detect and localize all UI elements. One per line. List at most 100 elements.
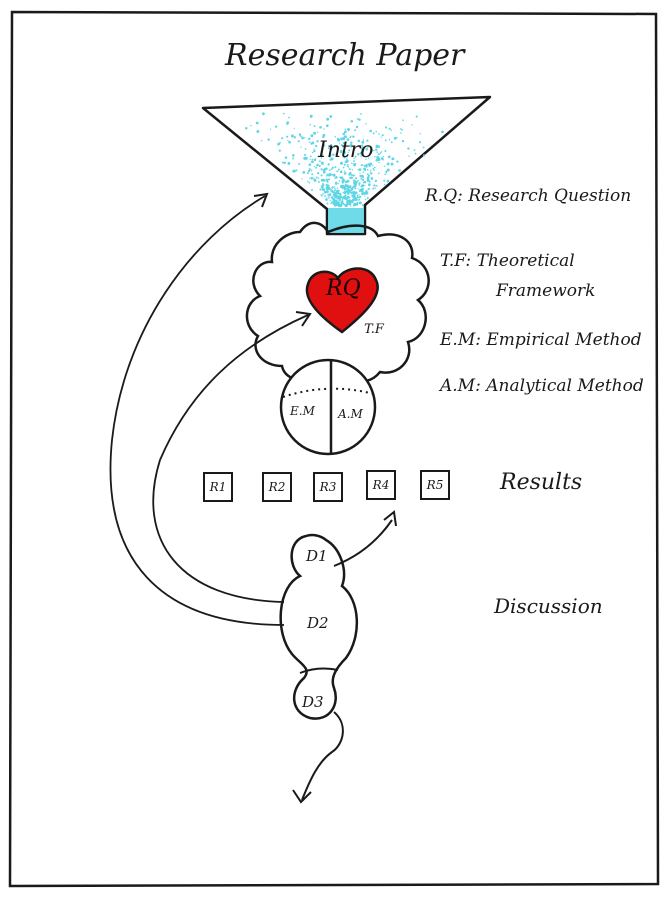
funnel-dot	[344, 130, 347, 134]
funnel-dot	[364, 195, 366, 197]
funnel-dot	[356, 118, 359, 120]
funnel-dot	[348, 168, 351, 171]
result-box-r5: R5	[420, 470, 450, 500]
funnel-dot	[322, 170, 326, 174]
funnel-dot	[356, 180, 359, 183]
funnel-dot	[336, 203, 338, 205]
funnel-dot	[408, 155, 410, 157]
funnel-dot	[353, 163, 356, 167]
funnel-dot	[345, 154, 348, 158]
funnel-dot	[329, 169, 331, 171]
page-border	[8, 10, 660, 888]
funnel-dot	[325, 174, 328, 177]
funnel-dot	[374, 179, 378, 183]
funnel-dot	[357, 188, 359, 190]
funnel-dot	[365, 123, 367, 125]
discussion-node-d2: D2	[307, 614, 329, 632]
rq-label: RQ	[326, 276, 361, 301]
funnel-dot	[377, 158, 381, 162]
funnel-dot	[343, 203, 345, 205]
legend-tf-line2: Framework	[496, 281, 596, 301]
funnel-dot	[353, 198, 355, 201]
funnel-dot	[350, 145, 353, 148]
funnel-dot	[329, 153, 332, 157]
method-circle	[279, 358, 377, 456]
funnel-dot	[372, 187, 375, 190]
funnel-dot	[360, 164, 363, 167]
funnel-dot	[326, 179, 329, 182]
funnel-dot	[375, 148, 378, 151]
funnel-dot	[317, 177, 320, 179]
funnel-dot	[343, 156, 346, 159]
funnel-dot	[369, 169, 372, 172]
funnel-dot	[343, 195, 346, 198]
funnel-dot	[360, 175, 363, 178]
funnel-dot	[327, 147, 331, 150]
funnel-dot	[278, 141, 281, 144]
funnel-dot	[335, 152, 338, 156]
funnel-dot	[367, 174, 370, 177]
funnel-dot	[344, 192, 347, 195]
funnel-dot	[359, 151, 363, 155]
funnel-dot	[362, 176, 364, 179]
results-label: Results	[500, 470, 583, 495]
funnel-dot	[359, 172, 361, 174]
funnel-dot	[301, 178, 303, 180]
funnel-dot	[358, 168, 362, 171]
funnel-dot	[330, 196, 334, 199]
funnel-dot	[292, 157, 294, 160]
funnel-dot	[322, 163, 324, 165]
funnel-dot	[343, 170, 346, 172]
funnel-dot	[334, 188, 336, 190]
funnel-dot	[283, 161, 286, 165]
funnel-dot	[347, 151, 349, 153]
funnel-dot	[326, 202, 329, 205]
funnel-dot	[390, 162, 394, 166]
funnel-dot	[341, 199, 344, 201]
funnel-dot	[304, 156, 308, 160]
funnel-dot	[310, 116, 312, 119]
funnel-dot	[375, 130, 378, 133]
funnel-dot	[352, 174, 355, 177]
funnel-dot	[348, 202, 351, 205]
funnel-dot	[324, 191, 327, 194]
funnel-dot	[346, 138, 350, 141]
funnel-dot	[299, 135, 302, 138]
funnel-dot	[355, 125, 359, 129]
funnel-dot	[354, 198, 358, 201]
funnel-dot	[261, 112, 265, 116]
funnel-dot	[335, 183, 337, 186]
funnel-dot	[358, 184, 360, 186]
funnel-dot	[361, 184, 365, 187]
funnel-dot	[318, 155, 320, 158]
funnel-dot	[337, 182, 340, 185]
funnel-dot	[353, 157, 355, 159]
funnel-dot	[391, 157, 395, 161]
funnel-dot	[358, 182, 361, 185]
d3-down-arrow	[301, 711, 344, 801]
funnel-dot	[346, 158, 348, 161]
theory-cloud	[245, 221, 430, 383]
funnel-dot	[330, 143, 333, 146]
legend-tf-line1: T.F: Theoretical	[440, 251, 575, 271]
funnel-dot	[375, 158, 379, 162]
legend-rq: R.Q: Research Question	[425, 186, 632, 206]
funnel-dot	[333, 185, 336, 188]
funnel-dot	[330, 168, 333, 170]
funnel-dot	[334, 166, 337, 169]
funnel-dot	[340, 170, 343, 174]
funnel-dot	[355, 197, 357, 199]
funnel-dot	[329, 156, 331, 158]
funnel-dot	[384, 173, 387, 176]
d2-to-rq-arrow	[152, 314, 309, 603]
funnel-dot	[344, 204, 348, 208]
funnel-dot	[331, 166, 334, 169]
funnel-dot	[321, 194, 323, 197]
funnel-dot	[360, 113, 362, 115]
funnel-dot	[333, 193, 337, 196]
funnel-dot	[366, 139, 369, 142]
funnel-dot	[322, 133, 326, 137]
funnel-dot	[370, 172, 373, 175]
funnel-dot	[357, 152, 360, 155]
funnel-dot	[269, 128, 272, 130]
